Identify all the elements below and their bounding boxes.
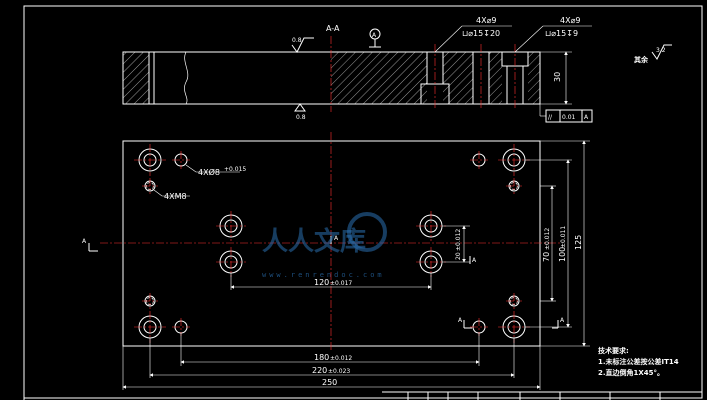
svg-text:其余: 其余 [634, 55, 649, 64]
svg-text:A: A [372, 32, 377, 39]
dim-220: 220 ±0.023 [149, 338, 515, 378]
roughness-symbol-top: 0.8 [291, 37, 314, 53]
svg-text:±0.023: ±0.023 [328, 368, 350, 375]
hatch-mid [331, 52, 427, 104]
dowel-holes [172, 151, 488, 336]
svg-text:0.01: 0.01 [562, 114, 576, 121]
svg-text:0.8: 0.8 [296, 114, 306, 121]
plan-outline [122, 140, 541, 347]
hole-callout-2: 4X⌀9 ⊔⌀15↧9 [514, 16, 592, 53]
section-mark-mid: A [330, 235, 339, 244]
hatch-right-3 [528, 52, 540, 104]
svg-text:0.8: 0.8 [292, 37, 302, 44]
svg-text:±0.012: ±0.012 [544, 228, 551, 250]
svg-text:www.renrendoc.com: www.renrendoc.com [262, 271, 385, 279]
dim-250: 250 [122, 346, 541, 390]
svg-text:⊔⌀15↧9: ⊔⌀15↧9 [545, 29, 578, 38]
svg-text:4XM8: 4XM8 [164, 192, 187, 201]
svg-text:4X⌀9: 4X⌀9 [560, 16, 580, 25]
section-mark-bottom-1: A [458, 317, 472, 329]
svg-text:A: A [458, 317, 463, 324]
section-view: A-A [122, 16, 593, 123]
svg-text:A: A [334, 235, 339, 242]
svg-text:A: A [472, 257, 477, 264]
dim-180: 180 ±0.012 [180, 333, 480, 366]
svg-text:120: 120 [314, 278, 329, 287]
svg-text:3.2: 3.2 [656, 47, 666, 54]
svg-text:±0.011: ±0.011 [560, 226, 567, 248]
svg-text:A: A [584, 114, 589, 121]
svg-text:⊔⌀15↧20: ⊔⌀15↧20 [462, 29, 500, 38]
dim-100: 100 ±0.011 [525, 159, 572, 328]
roughness-symbol-bottom: 0.8 [294, 103, 306, 121]
svg-text:20: 20 [455, 252, 462, 260]
svg-text:A: A [560, 317, 565, 324]
callout-thread: 4XM8 [153, 189, 190, 201]
svg-text:220: 220 [312, 366, 327, 375]
dim-125: 125 [540, 140, 590, 347]
svg-text:1.未标注公差按公差IT14: 1.未标注公差按公差IT14 [598, 357, 679, 366]
svg-text:125: 125 [574, 235, 583, 250]
svg-text:技术要求:: 技术要求: [598, 346, 629, 355]
svg-text:30: 30 [553, 72, 562, 82]
svg-text:100: 100 [558, 247, 567, 262]
watermark: 人人文库 www.renrendoc.com [262, 212, 387, 279]
break-line [184, 51, 189, 105]
svg-text:4X⌀9: 4X⌀9 [476, 16, 496, 25]
technical-notes: 技术要求: 1.未标注公差按公差IT14 2.直边倒角1X45°。 [598, 346, 679, 377]
hatch-left [123, 52, 149, 104]
datum-a-symbol: A [369, 28, 381, 48]
dim-20: 20 ±0.012 [442, 225, 470, 263]
section-label: A-A [326, 24, 340, 33]
section-mark-right: A [469, 256, 477, 264]
svg-text:±0.017: ±0.017 [330, 280, 352, 287]
dim-120: 120 ±0.017 [230, 273, 432, 290]
svg-text:2.直边倒角1X45°。: 2.直边倒角1X45°。 [598, 368, 664, 377]
svg-text:+0.015: +0.015 [224, 166, 246, 173]
svg-text:70: 70 [542, 252, 551, 262]
counterbore-top-left [134, 144, 166, 176]
hole-callout-1: 4X⌀9 ⊔⌀15↧20 [434, 16, 512, 53]
hatch-right-1 [443, 52, 473, 104]
through-hole-a [472, 44, 490, 110]
svg-text:250: 250 [322, 378, 337, 387]
svg-text:180: 180 [314, 353, 329, 362]
dim-70: 70 ±0.012 [540, 185, 556, 302]
title-block [382, 391, 702, 400]
hatch-right-2 [489, 52, 502, 104]
counterbore-hole-2 [501, 44, 529, 110]
roughness-other: 其余 3.2 [634, 44, 672, 64]
section-mark-bottom-2: A [552, 317, 565, 329]
plan-view: 4XØ8 +0.015 4XM8 A A A A A [82, 132, 590, 390]
drawing-frame [23, 5, 703, 400]
threaded-holes [142, 178, 522, 309]
svg-text:±0.012: ±0.012 [455, 229, 462, 251]
svg-text:人人文库: 人人文库 [262, 226, 366, 257]
parallelism-frame: // 0.01 A [539, 104, 593, 123]
svg-text://: // [548, 114, 553, 121]
section-mark-left: A [82, 238, 98, 252]
svg-text:4XØ8: 4XØ8 [198, 167, 220, 177]
callout-dowel: 4XØ8 +0.015 [185, 164, 246, 177]
svg-text:±0.012: ±0.012 [330, 355, 352, 362]
dim-thickness: 30 [540, 51, 572, 105]
svg-text:A: A [82, 238, 87, 245]
